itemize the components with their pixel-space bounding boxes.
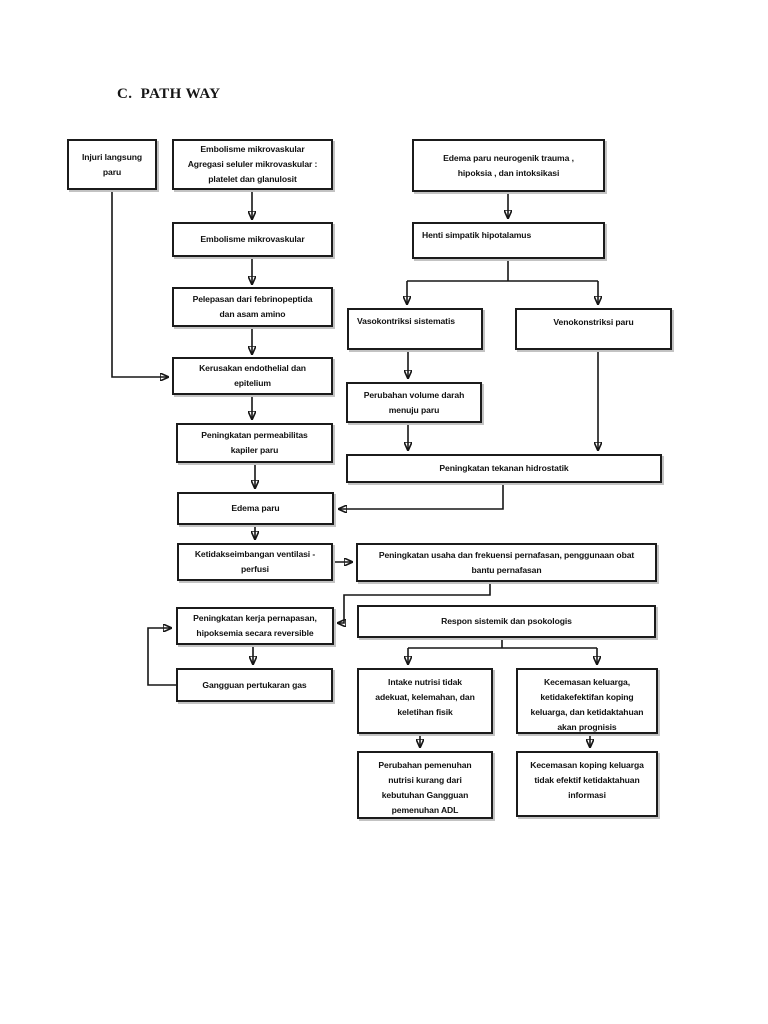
connector-respon-split [408,639,597,649]
arrow-gangguan-to-kerja-feedback [147,628,176,686]
node-perubahan-pemenuhan-nutrisi: Perubahan pemenuhan nutrisi kurang dari … [357,751,493,819]
node-venokonstriksi-paru: Venokonstriksi paru [515,308,672,350]
page-title: C. PATH WAY [117,86,221,102]
node-peningkatan-kerja-pernapasan: Peningkatan kerja pernapasan, hipoksemia… [176,607,334,645]
node-henti-simpatik: Henti simpatik hipotalamus [412,222,605,259]
node-embolisme-agregasi: Embolisme mikrovaskular Agregasi seluler… [172,139,333,190]
arrow-injuri-to-kerusakan [111,191,168,377]
node-respon-sistemik: Respon sistemik dan psokologis [357,605,656,638]
node-vasokontriksi-sistematis: Vasokontriksi sistematis [347,308,483,350]
node-tekanan-hidrostatik: Peningkatan tekanan hidrostatik [346,454,662,483]
node-perubahan-volume-darah: Perubahan volume darah menuju paru [346,382,482,423]
node-ketidakseimbangan-ventilasi: Ketidakseimbangan ventilasi - perfusi [177,543,333,581]
node-edema-paru: Edema paru [177,492,334,525]
node-gangguan-pertukaran-gas: Gangguan pertukaran gas [176,668,333,702]
connector-henti-split [407,260,598,282]
node-injuri-langsung-paru: Injuri langsung paru [67,139,157,190]
arrow-hidrostatik-to-edema [339,484,504,509]
node-kecemasan-keluarga: Kecemasan keluarga, ketidakefektifan kop… [516,668,658,734]
node-edema-neurogenik: Edema paru neurogenik trauma , hipoksia … [412,139,605,192]
node-intake-nutrisi: Intake nutrisi tidak adekuat, kelemahan,… [357,668,493,734]
node-kecemasan-koping: Kecemasan koping keluarga tidak efektif … [516,751,658,817]
node-kerusakan-endothelial: Kerusakan endothelial dan epitelium [172,357,333,395]
node-embolisme-mikrovaskular: Embolisme mikrovaskular [172,222,333,257]
node-peningkatan-usaha-pernafasan: Peningkatan usaha dan frekuensi pernafas… [356,543,657,582]
node-peningkatan-permeabilitas: Peningkatan permeabilitas kapiler paru [176,423,333,463]
node-pelepasan-febrinopeptida: Pelepasan dari febrinopeptida dan asam a… [172,287,333,327]
